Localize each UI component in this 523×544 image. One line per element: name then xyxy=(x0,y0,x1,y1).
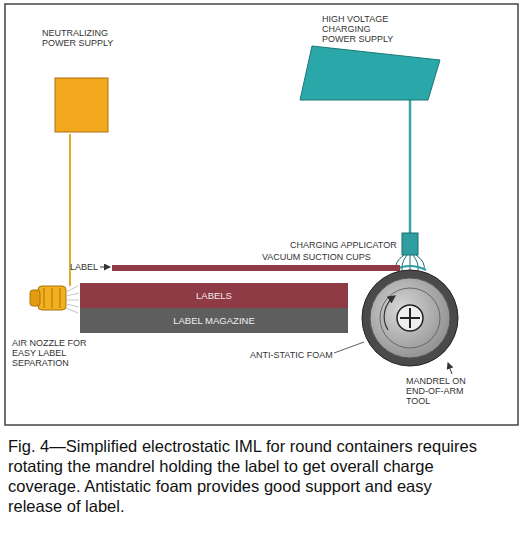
node-text: LABEL MAGAZINE xyxy=(173,316,254,326)
label-strip xyxy=(112,265,400,271)
figure-caption: Fig. 4—Simplified electrostatic IML for … xyxy=(8,436,478,516)
node-text: LABELS xyxy=(196,291,232,301)
frame xyxy=(5,4,518,425)
part-label: VACUUM SUCTION CUPS xyxy=(262,252,371,262)
mandrel xyxy=(362,270,458,366)
label-arrow xyxy=(100,267,110,268)
mandrel-arrow xyxy=(448,363,452,374)
power-supply: NEUTRALIZING POWER SUPPLY xyxy=(40,28,130,134)
node-text: NEUTRALIZING POWER SUPPLY xyxy=(42,28,122,48)
part-label: MANDREL ON END-OF-ARM TOOL xyxy=(406,376,478,406)
charging-applicator xyxy=(402,233,418,255)
label-magazine: LABEL MAGAZINE xyxy=(80,308,348,333)
hv-wire xyxy=(409,100,412,233)
node-text: HIGH VOLTAGE CHARGING POWER SUPPLY xyxy=(322,14,404,44)
power-supply: HIGH VOLTAGE CHARGING POWER SUPPLY xyxy=(298,14,446,104)
label-stack: LABELS xyxy=(80,283,348,308)
part-label: AIR NOZZLE FOR EASY LABEL SEPARATION xyxy=(12,338,96,368)
air-nozzle xyxy=(30,286,79,313)
foam-leader xyxy=(334,342,364,353)
part-label: CHARGING APPLICATOR xyxy=(290,240,397,250)
part-label: LABEL xyxy=(70,262,98,272)
part-label: ANTI-STATIC FOAM xyxy=(250,350,333,360)
supply-shape xyxy=(298,14,446,104)
